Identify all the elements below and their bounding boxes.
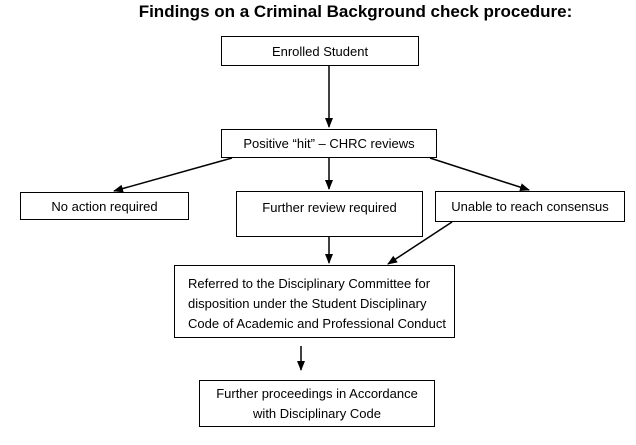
node-further-proceedings: Further proceedings in Accordance with D… — [199, 380, 435, 427]
node-no-action: No action required — [20, 192, 189, 220]
node-label-line: Referred to the Disciplinary Committee f… — [188, 276, 431, 291]
node-label: Unable to reach consensus — [451, 199, 609, 214]
node-label: Positive “hit” – CHRC reviews — [243, 136, 415, 151]
node-label: Further review required — [262, 200, 397, 215]
node-label: No action required — [51, 198, 158, 214]
node-enrolled-student: Enrolled Student — [221, 36, 419, 66]
node-label: Enrolled Student — [271, 43, 369, 59]
arrow-unable-to-referred — [387, 221, 453, 265]
node-unable-consensus: Unable to reach consensus — [435, 191, 625, 222]
node-label-line: with Disciplinary Code — [253, 405, 381, 421]
node-label-line: Further proceedings in Accordance — [216, 385, 418, 401]
node-label-line: Code of Academic and Professional Conduc… — [188, 316, 446, 331]
arrow-positive-to-unable — [429, 157, 530, 192]
node-positive-hit: Positive “hit” – CHRC reviews — [221, 129, 437, 158]
arrow-positive-to-noaction — [113, 157, 233, 193]
node-label-line: disposition under the Student Disciplina… — [188, 296, 427, 311]
diagram-title: Findings on a Criminal Background check … — [138, 2, 573, 21]
node-referred-disciplinary: Referred to the Disciplinary Committee f… — [174, 265, 455, 338]
node-further-review: Further review required — [236, 191, 423, 237]
